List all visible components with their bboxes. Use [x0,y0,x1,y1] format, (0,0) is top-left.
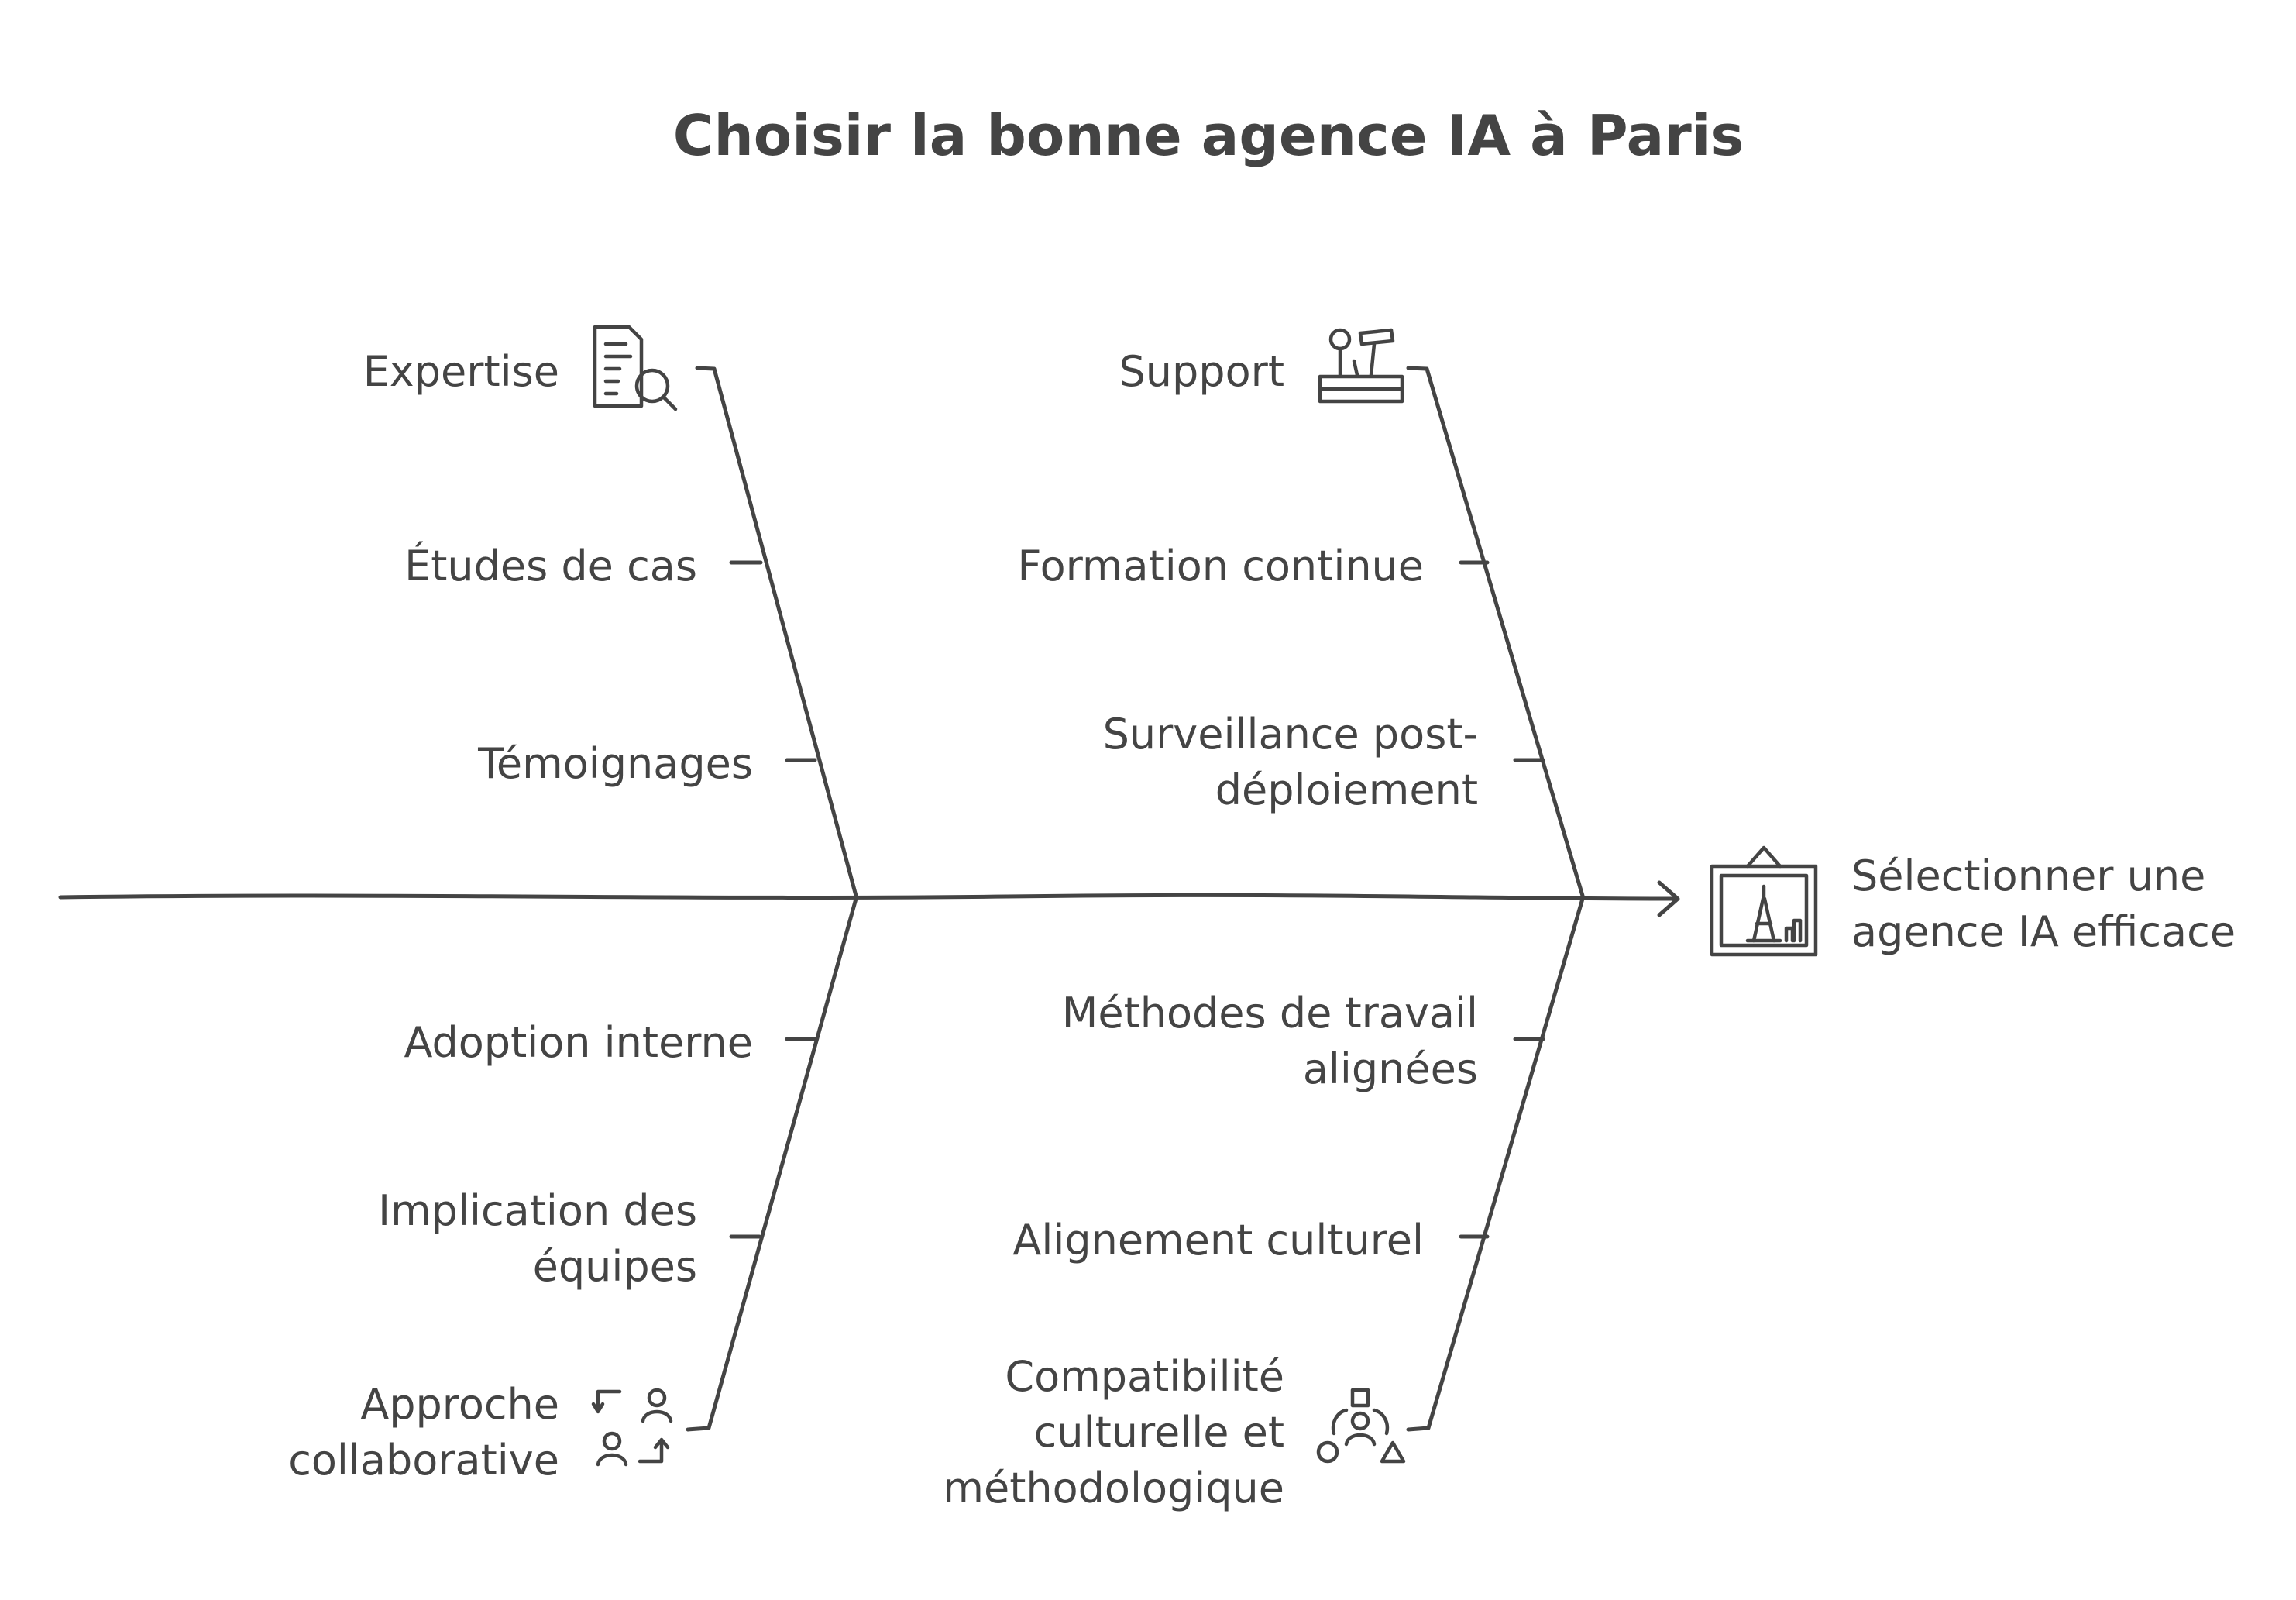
category-label-compat-3: méthodologique [943,1464,1284,1512]
spine-arrowhead [1657,880,1680,917]
category-support: Support Formation continue Surveillance … [1017,328,1585,898]
eiffel-tower-frame-icon [1710,845,1818,957]
cause-label-methodes-2: alignées [1303,1044,1478,1093]
category-approche-collaborative: Approche collaborative Adoption interne … [288,896,858,1485]
cause-label-alignement: Alignement culturel [1012,1216,1424,1265]
toolbox-icon [1318,328,1404,404]
category-label-support: Support [1119,347,1284,396]
bone-expertise [695,366,858,898]
category-label-expertise: Expertise [363,347,559,396]
outcome-head: Sélectionner une agence IA efficace [1710,845,2236,957]
cause-label-surveillance-1: Surveillance post- [1103,710,1478,759]
cause-label-methodes-1: Méthodes de travail [1062,989,1478,1037]
outcome-label-1: Sélectionner une [1851,852,2205,900]
cause-label-temoignages: Témoignages [477,739,753,788]
bone-support [1406,366,1585,898]
diagram-title: Choisir la bonne agence IA à Paris [673,103,1744,168]
cause-label-etudes: Études de cas [404,542,697,590]
bone-compatibilite [1406,896,1585,1432]
cause-label-surveillance-2: déploiement [1215,766,1478,814]
category-label-compat-1: Compatibilité [1005,1352,1284,1401]
category-label-approche-1: Approche [360,1380,559,1429]
bone-approche [686,896,858,1432]
spine-line [58,893,1676,901]
category-expertise: Expertise Études de cas Témoignages [363,325,858,898]
category-label-compat-2: culturelle et [1034,1408,1284,1457]
document-search-icon [593,325,678,411]
category-label-approche-2: collaborative [288,1436,559,1485]
cause-label-formation: Formation continue [1017,542,1424,590]
cause-label-implication-1: Implication des [378,1186,697,1235]
category-compatibilite: Compatibilité culturelle et méthodologiq… [943,896,1585,1512]
outcome-label-2: agence IA efficace [1851,907,2236,956]
cause-label-adoption: Adoption interne [404,1018,753,1067]
cause-label-implication-2: équipes [533,1242,697,1291]
person-shapes-icon [1316,1388,1406,1464]
people-exchange-icon [591,1388,673,1467]
